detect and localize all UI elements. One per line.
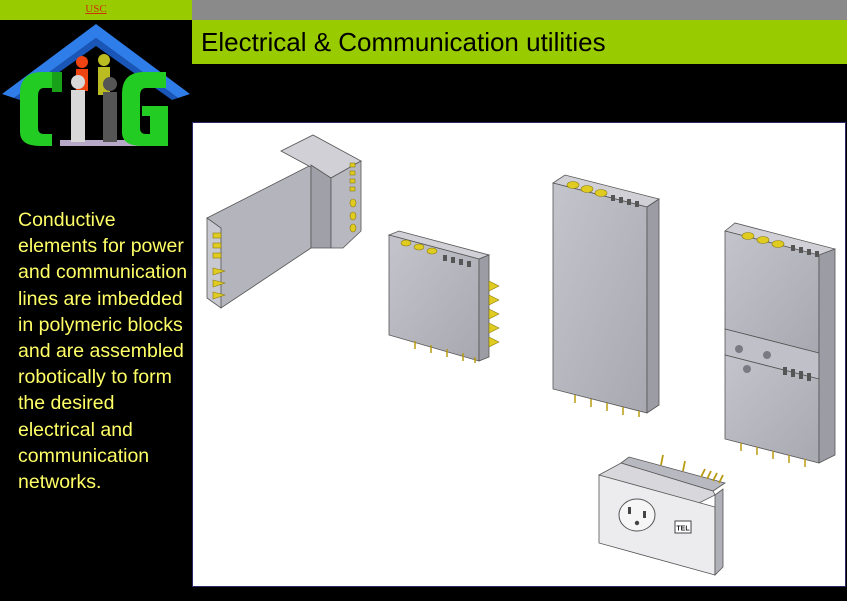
tall-connector-block — [552, 174, 660, 417]
l-shaped-block — [206, 134, 362, 309]
house-with-people-logo — [0, 22, 192, 152]
top-left-bar: USC — [0, 0, 192, 20]
title-bar: Electrical & Communication utilities — [192, 20, 847, 64]
sidebar-description: Conductive elements for power and commun… — [18, 209, 188, 494]
utility-blocks-figure: TEL — [192, 122, 846, 587]
outlet-label: TEL — [676, 526, 690, 533]
usc-link[interactable]: USC — [85, 3, 107, 15]
stacked-connector-block — [724, 222, 836, 467]
outlet-plate: TEL — [598, 454, 726, 576]
page-title: Electrical & Communication utilities — [201, 27, 606, 57]
top-gray-bar — [192, 0, 847, 20]
small-connector-block — [387, 230, 500, 363]
